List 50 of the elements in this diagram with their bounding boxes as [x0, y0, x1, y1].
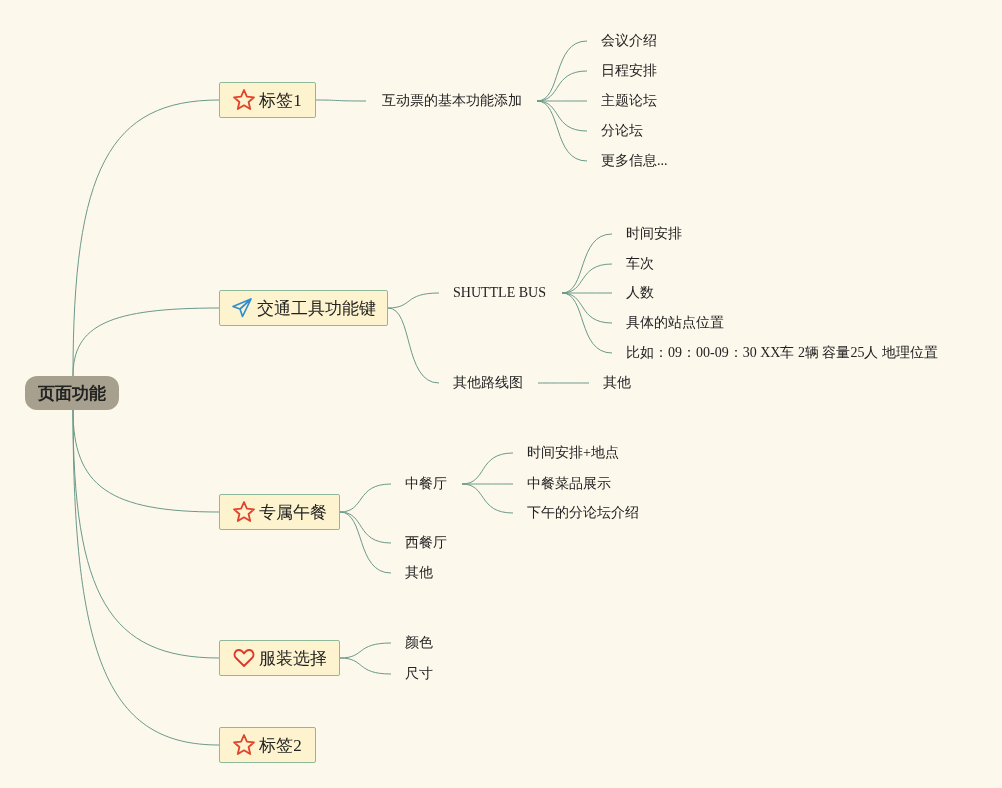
branch-label: 更多信息... — [587, 151, 668, 171]
branch-label: 时间安排 — [612, 224, 682, 244]
central-topic-box — [25, 376, 119, 410]
branch-line — [536, 100, 588, 162]
branch-line — [461, 483, 514, 514]
topic-label: 页面功能 — [38, 381, 106, 405]
branch-line — [339, 511, 392, 544]
branch-label: 分论坛 — [587, 121, 643, 141]
branch-line — [72, 307, 220, 377]
topic-box — [219, 494, 340, 530]
branch-line — [339, 511, 392, 574]
branch-label: 颜色 — [391, 633, 433, 653]
branch-line — [339, 483, 392, 513]
topic-box — [219, 290, 388, 326]
branch-label: 中餐菜品展示 — [513, 474, 611, 494]
branch-line — [315, 99, 367, 102]
branch-label: 时间安排+地点 — [513, 443, 619, 463]
branch-label: 具体的站点位置 — [612, 313, 724, 333]
branch-line — [387, 307, 440, 384]
branch-label: 西餐厅 — [391, 533, 447, 553]
topic-box — [219, 727, 316, 763]
topic-label: 专属午餐 — [258, 501, 327, 524]
branch-label: 主题论坛 — [587, 91, 657, 111]
branch-line — [561, 292, 613, 324]
branch-label: 尺寸 — [391, 664, 433, 684]
topic-label: 交通工具功能键 — [257, 297, 376, 320]
branch-line — [461, 483, 514, 485]
branch-label: 比如：09：00-09：30 XX车 2辆 容量25人 地理位置 — [612, 343, 938, 363]
branch-label: 其他路线图 — [439, 373, 538, 393]
branch-label: 互动票的基本功能添加 — [366, 91, 537, 111]
branch-label: 日程安排 — [587, 61, 657, 81]
branch-label: 其他 — [589, 373, 631, 393]
branch-line — [387, 292, 440, 309]
branch-label: 下午的分论坛介绍 — [513, 503, 639, 523]
branch-line — [339, 657, 392, 675]
topic-box — [219, 640, 340, 676]
branch-label: 车次 — [612, 254, 654, 274]
branch-label: 人数 — [612, 283, 654, 303]
branch-label: 中餐厅 — [391, 474, 462, 494]
branch-line — [536, 100, 588, 132]
topic-label: 标签1 — [259, 89, 302, 112]
branch-line — [72, 409, 220, 746]
topic-label: 标签2 — [259, 734, 302, 757]
branch-label: 其他 — [391, 563, 433, 583]
topic-label: 服装选择 — [258, 647, 327, 670]
branch-line — [561, 292, 613, 354]
branch-label: 会议介绍 — [587, 31, 657, 51]
branch-label: SHUTTLE BUS — [439, 283, 562, 303]
topic-box — [219, 82, 316, 118]
branch-line — [537, 382, 590, 384]
